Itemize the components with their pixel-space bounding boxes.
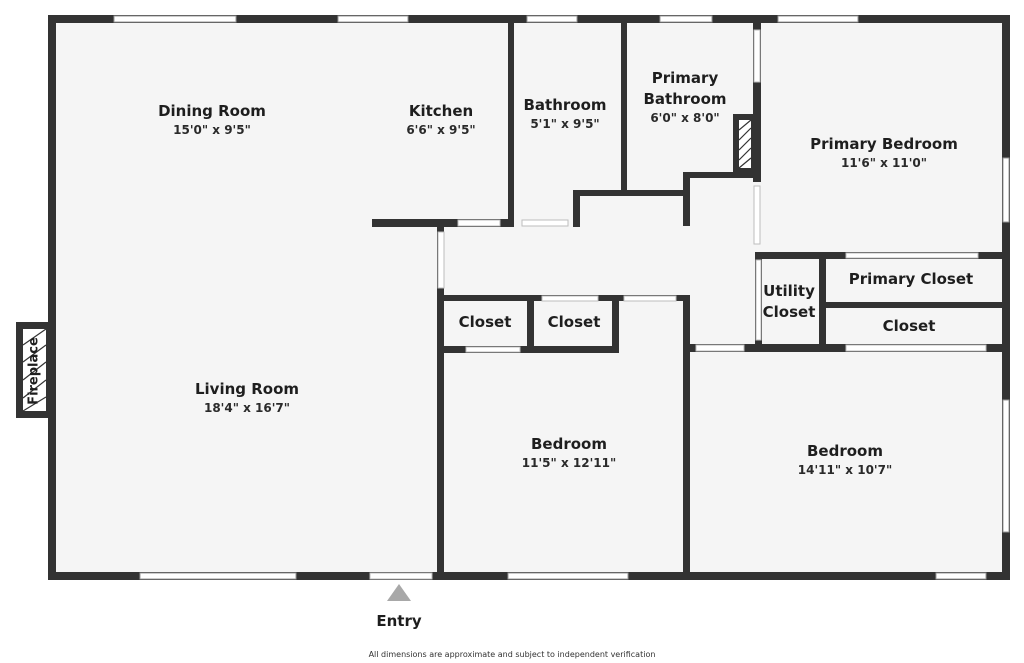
door-openings	[369, 29, 987, 580]
room-dining-room: Dining Room 15'0" x 9'5"	[158, 101, 266, 138]
room-closet-2: Closet	[548, 312, 601, 333]
fireplace-label: Fireplace	[26, 337, 42, 405]
room-dimensions: 15'0" x 9'5"	[173, 123, 251, 137]
room-name: Primary Bedroom	[810, 135, 958, 153]
room-name: Closet	[547, 313, 601, 331]
room-dimensions: 6'6" x 9'5"	[406, 123, 476, 137]
room-name: Bedroom	[807, 442, 883, 460]
entry-label: Entry	[376, 612, 422, 630]
entry-arrow-icon	[387, 584, 411, 601]
room-name: Bedroom	[531, 435, 607, 453]
room-primary-bedroom: Primary Bedroom 11'6" x 11'0"	[810, 134, 958, 171]
room-name-line1: Primary	[651, 69, 719, 87]
disclaimer-text: All dimensions are approximate and subje…	[368, 650, 656, 659]
room-bedroom-right: Bedroom 14'11" x 10'7"	[798, 441, 892, 478]
room-dimensions: 11'6" x 11'0"	[840, 156, 928, 170]
room-name: Closet	[882, 317, 936, 335]
fireplace	[16, 322, 52, 418]
room-utility-closet: Utility Closet	[763, 281, 816, 323]
room-dimensions: 14'11" x 10'7"	[797, 463, 893, 477]
room-closet-1: Closet	[459, 312, 512, 333]
room-dimensions: 5'1" x 9'5"	[530, 117, 600, 131]
windows	[113, 15, 1010, 580]
room-name: Dining Room	[158, 102, 266, 120]
room-bathroom: Bathroom 5'1" x 9'5"	[523, 95, 606, 132]
room-dimensions: 11'5" x 12'11"	[521, 456, 617, 470]
room-name: Primary Closet	[848, 270, 974, 288]
room-name: Kitchen	[408, 102, 474, 120]
room-name: Living Room	[194, 380, 300, 398]
room-name-line2: Closet	[762, 303, 816, 321]
room-kitchen: Kitchen 6'6" x 9'5"	[406, 101, 475, 138]
room-dimensions: 18'4" x 16'7"	[203, 401, 291, 415]
room-closet-right: Closet	[883, 316, 936, 337]
room-living-room: Living Room 18'4" x 16'7"	[195, 379, 299, 416]
room-primary-bathroom: Primary Bathroom 6'0" x 8'0"	[643, 68, 726, 126]
room-name-line1: Utility	[763, 282, 815, 300]
room-primary-closet: Primary Closet	[849, 269, 973, 290]
room-name: Bathroom	[523, 96, 607, 114]
vent-chase	[733, 114, 755, 174]
room-bedroom-center: Bedroom 11'5" x 12'11"	[522, 434, 616, 471]
room-name-line2: Bathroom	[643, 90, 727, 108]
room-name: Closet	[458, 313, 512, 331]
room-dimensions: 6'0" x 8'0"	[650, 111, 720, 125]
